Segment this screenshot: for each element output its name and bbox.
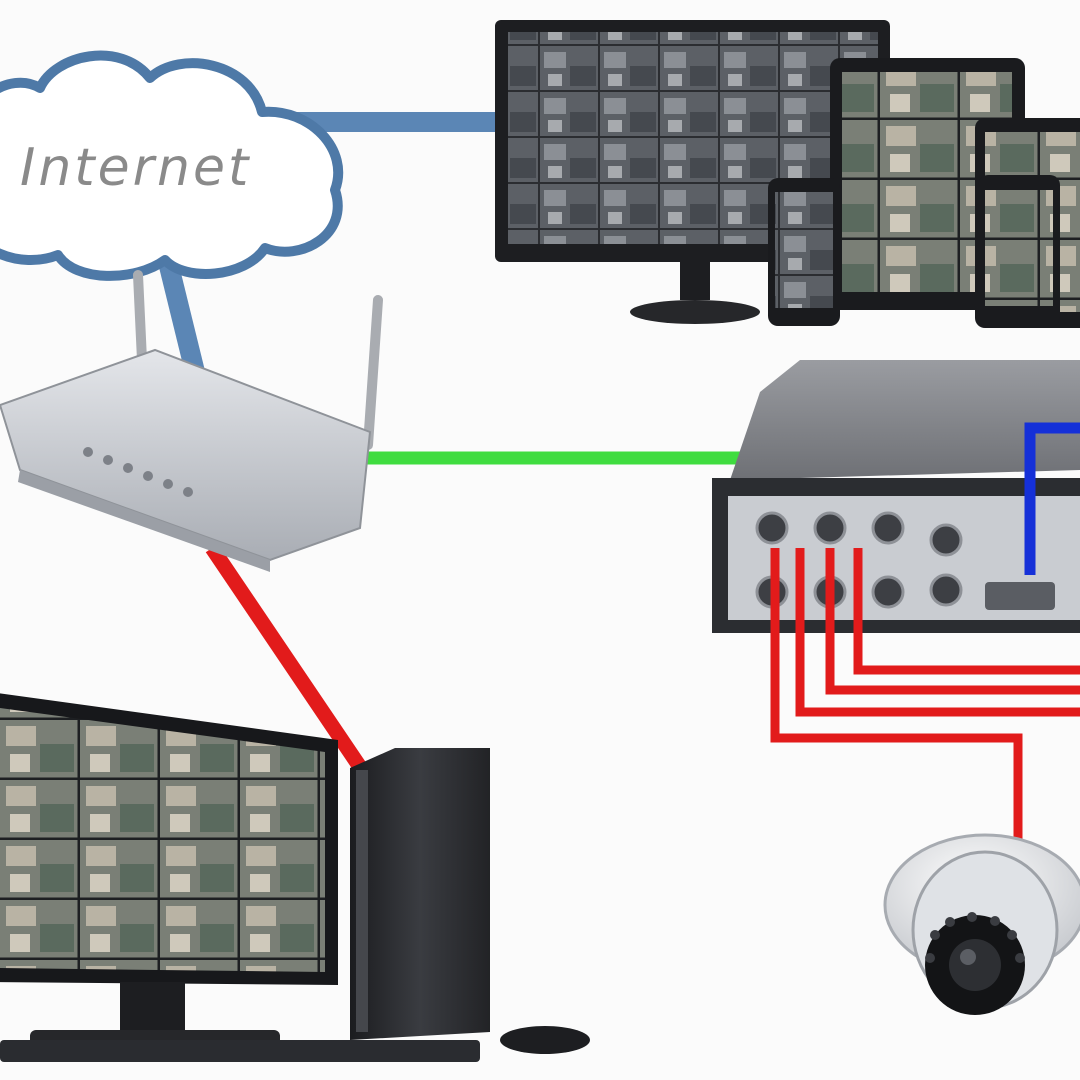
link-router-pc <box>205 543 369 775</box>
desktop-computer-icon <box>0 693 590 1062</box>
internet-cloud-icon: Internet <box>0 50 344 281</box>
link-dvr-vga <box>1024 422 1080 575</box>
wifi-router-icon <box>0 270 383 572</box>
dome-camera-icon <box>883 833 1080 1015</box>
cloud-label: Internet <box>20 138 251 198</box>
link-dvr-camera <box>770 548 1080 840</box>
link-internet-router <box>158 259 205 375</box>
remote-viewers-icon <box>495 20 1080 328</box>
connection-lines <box>158 112 1080 775</box>
